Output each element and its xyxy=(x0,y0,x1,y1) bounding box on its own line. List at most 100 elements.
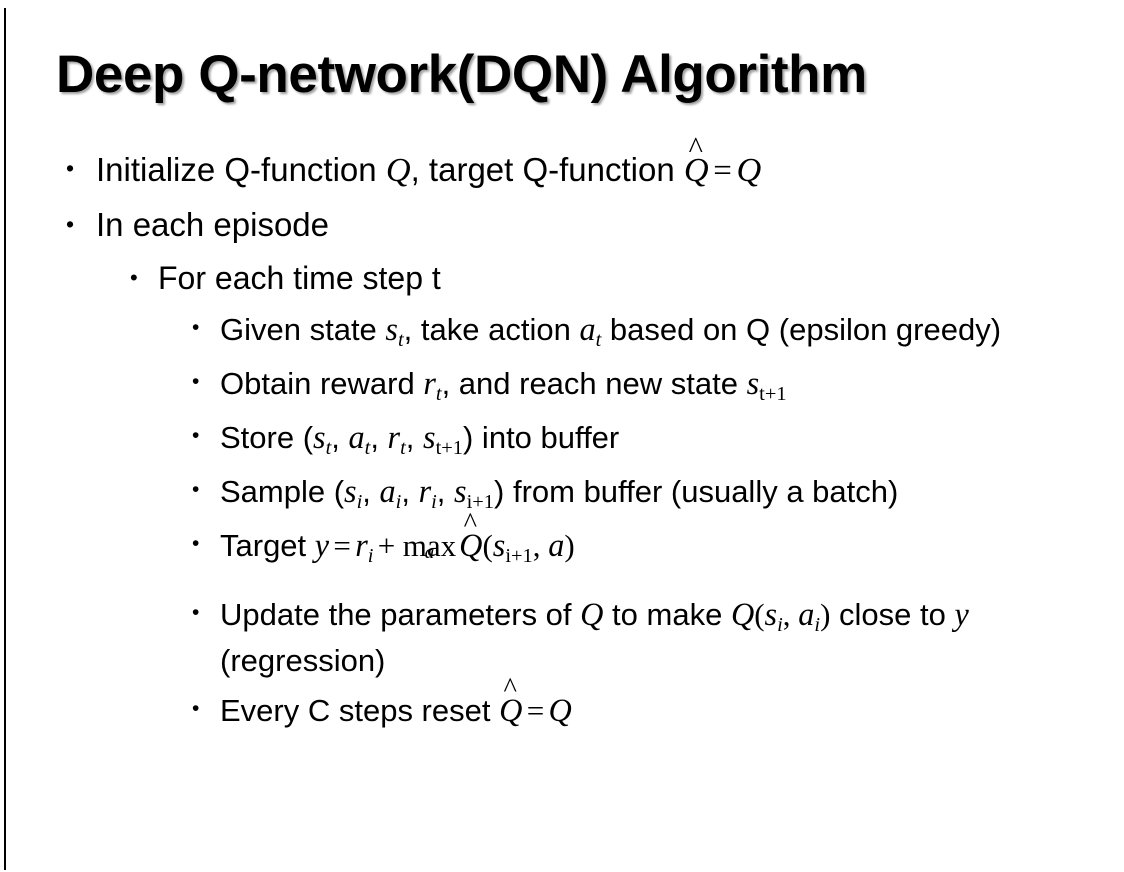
math-subscript: t xyxy=(325,437,332,460)
math-var-q: Q xyxy=(580,596,604,633)
math-subscript: i xyxy=(395,491,402,514)
text-fragment: ) into buffer xyxy=(463,420,620,456)
list-item-label: For each time step t xyxy=(158,259,441,296)
math-paren-close: ) xyxy=(564,528,575,564)
math-subscript: t+1 xyxy=(759,383,787,406)
slide-body: • Initialize Q-function Q, target Q-func… xyxy=(0,132,1124,740)
list-item-given-state: • Given state st, take action at based o… xyxy=(0,308,1122,355)
math-var-q: Q xyxy=(548,692,572,729)
text-fragment: , take action xyxy=(403,312,580,348)
bullet-icon: • xyxy=(192,601,200,625)
list-item-label: Obtain reward rt, and reach new state st… xyxy=(220,362,1122,409)
bullet-icon: • xyxy=(66,210,75,237)
text-fragment: , xyxy=(331,420,349,456)
math-var-r: r xyxy=(387,419,401,456)
max-label: max xyxy=(402,528,457,564)
math-var-a: a xyxy=(348,419,365,456)
math-subscript: i xyxy=(777,614,783,637)
math-comma: , xyxy=(532,528,549,564)
max-limit-variable: a xyxy=(424,542,435,564)
math-var-y: y xyxy=(314,527,330,564)
list-item-obtain-reward: • Obtain reward rt, and reach new state … xyxy=(0,362,1122,409)
text-fragment: based on Q (epsilon greedy) xyxy=(601,312,1002,348)
math-equals: = xyxy=(713,153,732,189)
math-subscript: t xyxy=(435,383,442,406)
math-subscript: i+1 xyxy=(505,545,533,568)
math-var-q2: Q xyxy=(736,151,762,189)
text-fragment: Obtain reward xyxy=(220,366,424,402)
bullet-icon: • xyxy=(192,532,200,556)
math-var-s: s xyxy=(344,473,357,510)
math-symbol: Q xyxy=(459,527,483,564)
math-symbol: Q xyxy=(499,692,523,729)
math-var-q-hat: ^Q xyxy=(499,674,523,733)
list-item-initialize: • Initialize Q-function Q, target Q-func… xyxy=(0,132,1124,193)
math-var-s2: s xyxy=(454,473,467,510)
text-fragment: Initialize Q-function xyxy=(96,151,386,188)
math-var-q-hat: ^Q xyxy=(459,509,483,568)
text-fragment: , xyxy=(401,474,419,510)
text-fragment: , xyxy=(436,474,455,510)
list-item-every-c-steps: • Every C steps reset ^Q=Q xyxy=(0,674,1122,733)
text-fragment: , xyxy=(405,420,424,456)
list-item-store: • Store (st, at, rt, st+1) into buffer xyxy=(0,416,1122,463)
math-var-s: s xyxy=(746,365,760,402)
text-fragment: , xyxy=(370,420,388,456)
list-item-label: Update the parameters of Q to make Q(si,… xyxy=(220,593,1122,682)
list-item-label: Initialize Q-function Q, target Q-functi… xyxy=(96,132,1124,193)
math-var-s: s xyxy=(764,596,778,633)
math-subscript: i xyxy=(814,614,821,637)
list-item-label: Store (st, at, rt, st+1) into buffer xyxy=(220,416,1122,463)
math-var-r: r xyxy=(355,527,368,564)
math-subscript: i xyxy=(356,491,363,514)
math-var-s: s xyxy=(492,527,506,564)
math-subscript: t+1 xyxy=(435,437,463,460)
text-fragment: to make xyxy=(603,597,731,633)
list-item-for-each-time-step: • For each time step t xyxy=(0,258,1124,300)
text-fragment: Every C steps reset xyxy=(220,693,500,729)
list-item-in-each-episode: • In each episode xyxy=(0,204,1124,247)
math-paren-open: ( xyxy=(482,528,493,564)
math-var-q-hat: ^Q xyxy=(683,132,709,193)
math-subscript: i xyxy=(431,491,437,514)
math-subscript: i xyxy=(367,545,374,568)
math-comma: , xyxy=(782,597,799,633)
list-item-update-parameters: • Update the parameters of Q to make Q(s… xyxy=(0,593,1122,682)
hat-accent-icon: ^ xyxy=(463,507,477,539)
text-fragment: Target xyxy=(220,528,315,564)
bullet-icon: • xyxy=(192,370,200,394)
list-item-label: In each episode xyxy=(96,205,330,243)
bullet-icon: • xyxy=(192,697,200,721)
page-title: Deep Q-network(DQN) Algorithm xyxy=(56,45,867,104)
math-var-a: a xyxy=(579,311,596,348)
bullet-icon: • xyxy=(66,155,75,181)
bullet-icon: • xyxy=(130,264,138,290)
text-fragment: Store ( xyxy=(220,420,314,456)
math-subscript: t xyxy=(397,329,404,352)
math-var-r: r xyxy=(423,365,436,402)
list-item-label: Given state st, take action at based on … xyxy=(220,308,1122,355)
math-var-q: Q xyxy=(385,151,411,189)
math-plus: + xyxy=(377,528,396,564)
math-equals: = xyxy=(333,528,351,564)
math-var-s: s xyxy=(313,419,326,456)
text-fragment: , target Q-function xyxy=(410,151,684,188)
hat-accent-icon: ^ xyxy=(503,672,517,704)
math-subscript: t xyxy=(595,329,602,352)
bullet-icon: • xyxy=(192,316,200,340)
text-fragment: close to xyxy=(830,597,955,633)
text-fragment: , xyxy=(362,474,380,510)
math-var-a: a xyxy=(379,473,396,510)
math-var-a: a xyxy=(798,596,815,633)
math-symbol: Q xyxy=(683,151,709,189)
text-fragment: Sample ( xyxy=(220,474,345,510)
math-paren-open: ( xyxy=(754,597,765,633)
text-fragment: (regression) xyxy=(220,643,386,678)
text-fragment: Given state xyxy=(220,312,386,348)
math-var-s: s xyxy=(385,311,398,348)
text-fragment: Update the parameters of xyxy=(220,597,581,633)
